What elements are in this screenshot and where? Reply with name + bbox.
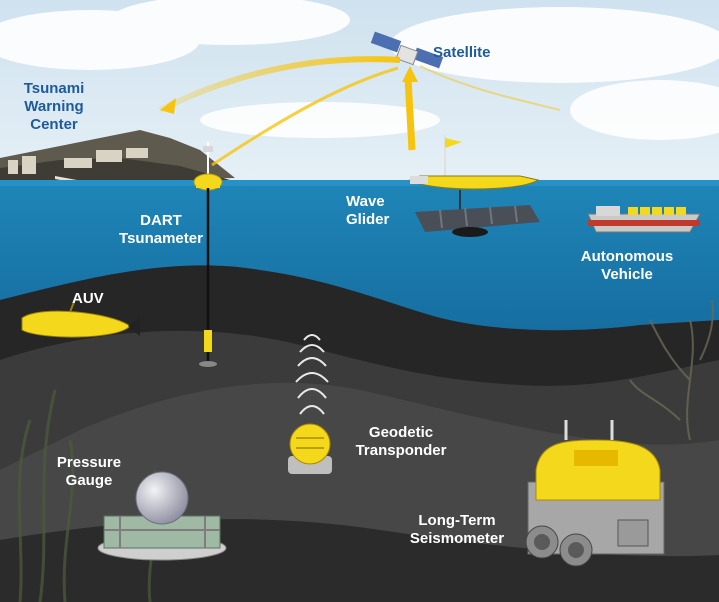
label-dart-tsunameter: DART Tsunameter xyxy=(119,212,203,247)
signal-beams xyxy=(158,56,561,167)
label-tsunami-warning-center: Tsunami Warning Center xyxy=(23,80,85,133)
label-satellite: Satellite xyxy=(433,44,491,61)
label-geodetic-transponder: Geodetic Transponder xyxy=(355,424,447,459)
coral-right xyxy=(629,299,714,441)
label-auv: AUV xyxy=(72,290,104,307)
seagrass-left xyxy=(17,389,160,602)
wave-glider xyxy=(408,135,540,237)
clouds xyxy=(0,0,719,140)
geodetic-transponder xyxy=(288,334,332,474)
label-wave-glider: Wave Glider xyxy=(346,193,390,228)
label-long-term-seismometer: Long-Term Seismometer xyxy=(409,512,505,547)
autonomous-vehicle xyxy=(587,206,701,233)
label-autonomous-vehicle: Autonomous Vehicle xyxy=(580,248,674,283)
long-term-seismometer xyxy=(525,420,665,567)
satellite-icon xyxy=(370,31,444,69)
label-pressure-gauge: Pressure Gauge xyxy=(56,454,122,489)
warning-center-buildings xyxy=(8,148,148,174)
pressure-gauge xyxy=(97,471,227,561)
dart-buoy xyxy=(193,142,223,367)
auv xyxy=(21,301,140,338)
